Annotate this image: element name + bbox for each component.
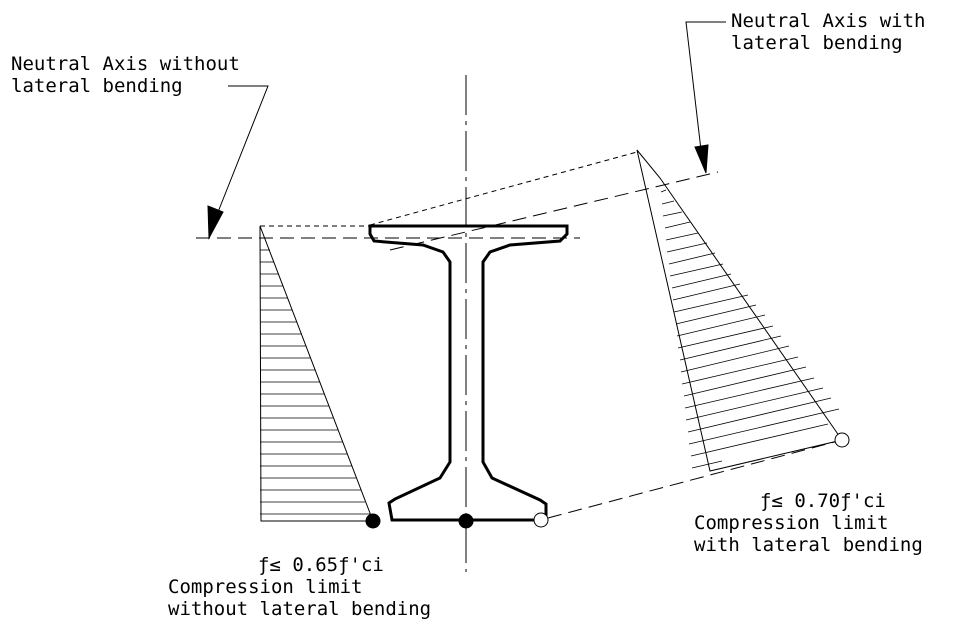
label-na-with-line2: lateral bending — [731, 32, 903, 54]
leader-arrowhead-with — [694, 144, 709, 174]
neutral-axis-with-lateral-bending — [389, 171, 719, 251]
compression-point-without — [365, 513, 381, 529]
label-limit-without-line1: Compression limit — [168, 576, 363, 598]
label-limit-with-formula: ƒ≤ 0.70ƒ'ci — [760, 490, 886, 512]
label-na-without-line2: lateral bending — [11, 75, 183, 97]
stress-hatching-with — [660, 189, 840, 469]
compression-point-with — [834, 432, 850, 448]
centerline-bottom-point — [458, 513, 474, 529]
label-limit-without-formula: ƒ≤ 0.65ƒ'ci — [258, 554, 384, 576]
label-na-without-line1: Neutral Axis without — [11, 53, 240, 75]
projection-line-bottom-tilted — [547, 439, 843, 519]
stress-hatching-without — [260, 237, 370, 515]
stress-triangle-with — [636, 149, 843, 472]
label-limit-with-line2: with lateral bending — [694, 534, 923, 556]
projection-line-top-tilted — [369, 151, 638, 226]
stress-triangle-without — [259, 225, 374, 522]
leader-arrowhead-without — [207, 205, 224, 240]
leader-line-with — [685, 21, 726, 151]
label-limit-with-line1: Compression limit — [694, 512, 889, 534]
label-limit-without-line2: without lateral bending — [168, 598, 432, 620]
girder-cross-section — [368, 224, 569, 522]
rotated-corner-point — [533, 512, 549, 528]
leader-line-without — [217, 85, 269, 213]
label-na-with-line1: Neutral Axis with — [731, 10, 926, 32]
